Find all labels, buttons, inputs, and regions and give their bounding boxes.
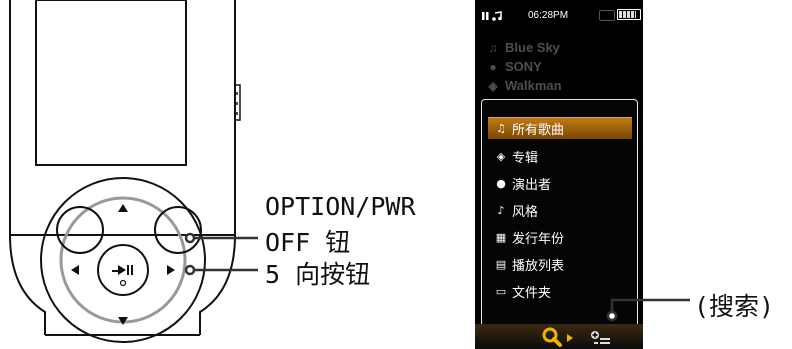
track-album: ◈ Walkman	[487, 77, 562, 94]
track-artist: ● SONY	[487, 58, 542, 75]
menu-item-folder[interactable]: ▭ 文件夹	[494, 280, 634, 302]
player-screen: 06:28PM ♫ Blue Sky ● SONY ◈ Walkman ♫ 所有…	[475, 0, 643, 349]
track-album-text: Walkman	[505, 78, 562, 93]
search-menu: ♫ 所有歌曲 ◈ 专辑 ● 演出者 ♪ 风格 ▦ 发行年份 ▤ 播放列表 ▭ 文…	[481, 99, 638, 327]
track-title-text: Blue Sky	[505, 40, 560, 55]
back-home-button	[56, 206, 104, 254]
genre-icon: ♪	[497, 203, 505, 217]
disc-icon: ◈	[488, 78, 498, 93]
disc-icon: ◈	[496, 149, 506, 163]
playlist-icon: ▤	[495, 257, 507, 271]
menu-item-all-songs[interactable]: ♫ 所有歌曲	[488, 117, 632, 139]
person-icon: ●	[489, 59, 497, 74]
hold-dot	[119, 279, 127, 287]
down-arrow-icon	[118, 317, 128, 325]
search-callout-line	[606, 298, 690, 322]
play-pause-button	[97, 244, 149, 296]
menu-item-label: 发行年份	[512, 231, 565, 247]
menu-item-label: 风格	[512, 204, 539, 220]
menu-item-label: 专辑	[512, 150, 539, 166]
callout-five-way-button: 5 向按钮	[265, 260, 371, 289]
device-screen	[35, 0, 187, 166]
walkman-device-drawing	[9, 0, 258, 343]
eq-status-icon	[599, 10, 615, 21]
menu-item-genre[interactable]: ♪ 风格	[494, 199, 634, 221]
option-pwr-off-button	[154, 206, 202, 254]
pause-status-icon	[482, 11, 502, 21]
menu-item-label: 播放列表	[512, 258, 565, 274]
left-arrow-icon	[71, 265, 79, 275]
callout-option-pwr-line1: OPTION/PWR	[265, 192, 416, 221]
status-time: 06:28PM	[528, 10, 569, 21]
five-way-ring	[59, 196, 187, 324]
menu-item-label: 演出者	[512, 177, 552, 193]
device-body-outline	[9, 0, 236, 236]
bottom-toolbar	[475, 324, 643, 349]
track-title: ♫ Blue Sky	[487, 39, 560, 56]
folder-icon: ▭	[495, 284, 507, 298]
menu-item-release-year[interactable]: ▦ 发行年份	[494, 226, 634, 248]
callout-option-pwr-line2: OFF 钮	[265, 228, 351, 257]
play-icon	[118, 265, 126, 275]
search-icon[interactable]	[541, 326, 565, 348]
menu-item-playlist[interactable]: ▤ 播放列表	[494, 253, 634, 275]
menu-item-album[interactable]: ◈ 专辑	[494, 145, 634, 167]
menu-item-label: 所有歌曲	[512, 123, 565, 138]
menu-item-artist[interactable]: ● 演出者	[494, 172, 634, 194]
menu-item-label: 文件夹	[512, 285, 552, 301]
side-button	[235, 84, 241, 121]
right-arrow-icon	[167, 265, 175, 275]
up-arrow-icon	[118, 204, 128, 212]
battery-icon	[617, 9, 641, 20]
chevron-right-icon	[567, 334, 573, 342]
music-note-icon: ♫	[488, 40, 498, 55]
option-icon[interactable]	[590, 329, 612, 347]
calendar-icon: ▦	[495, 230, 507, 244]
person-icon: ●	[496, 176, 506, 190]
music-note-icon: ♫	[496, 122, 506, 135]
callout-search: (搜索)	[694, 292, 775, 321]
controller-outer-ring	[40, 177, 206, 343]
track-artist-text: SONY	[505, 59, 542, 74]
device-bottom-outline	[9, 234, 46, 335]
